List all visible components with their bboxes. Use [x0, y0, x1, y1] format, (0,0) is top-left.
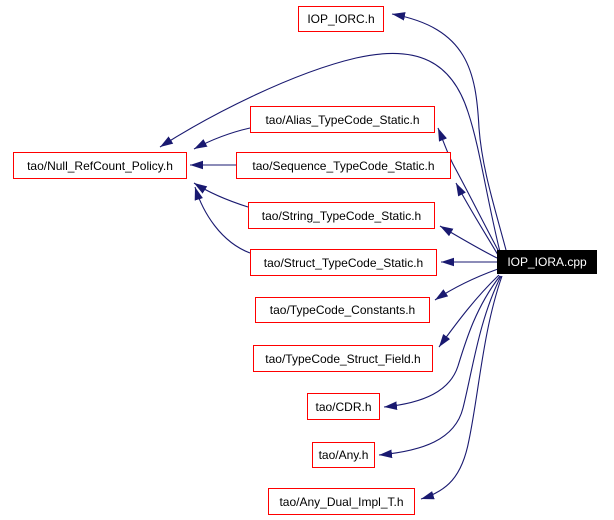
node-any-h[interactable]: tao/Any.h — [312, 442, 375, 468]
node-struct-typecode-static-h[interactable]: tao/Struct_TypeCode_Static.h — [250, 249, 437, 276]
node-iop-iora-cpp-focus: IOP_IORA.cpp — [497, 250, 597, 274]
edge-iora-to-iorc — [391, 12, 507, 251]
edge-iora-to-string — [439, 225, 498, 259]
node-sequence-typecode-static-h[interactable]: tao/Sequence_TypeCode_Static.h — [236, 152, 451, 179]
edge-iora-to-sequence — [455, 182, 499, 256]
edge-iora-to-null-refcount — [159, 52, 501, 253]
edge-iora-to-alias — [437, 127, 500, 253]
node-typecode-constants-h[interactable]: tao/TypeCode_Constants.h — [255, 297, 430, 323]
edge-iora-to-any — [378, 275, 502, 459]
node-string-typecode-static-h[interactable]: tao/String_TypeCode_Static.h — [248, 202, 435, 229]
node-null-refcount-policy-h[interactable]: tao/Null_RefCount_Policy.h — [13, 152, 187, 179]
node-any-dual-impl-t-h[interactable]: tao/Any_Dual_Impl_T.h — [268, 488, 415, 515]
edge-iora-to-typecode-struct-field — [438, 274, 500, 348]
node-iop-iorc-h[interactable]: IOP_IORC.h — [298, 6, 384, 32]
node-cdr-h[interactable]: tao/CDR.h — [307, 393, 380, 420]
node-typecode-struct-field-h[interactable]: tao/TypeCode_Struct_Field.h — [253, 345, 433, 372]
edge-struct-to-null-refcount — [194, 186, 251, 254]
node-alias-typecode-static-h[interactable]: tao/Alias_TypeCode_Static.h — [250, 106, 435, 133]
edge-string-to-null-refcount — [193, 182, 249, 208]
edge-alias-to-null-refcount — [193, 127, 251, 150]
edge-iora-to-typecode-constants — [434, 268, 499, 301]
edge-iora-to-any-dual-impl — [420, 275, 503, 500]
edge-iora-to-cdr — [383, 275, 501, 410]
